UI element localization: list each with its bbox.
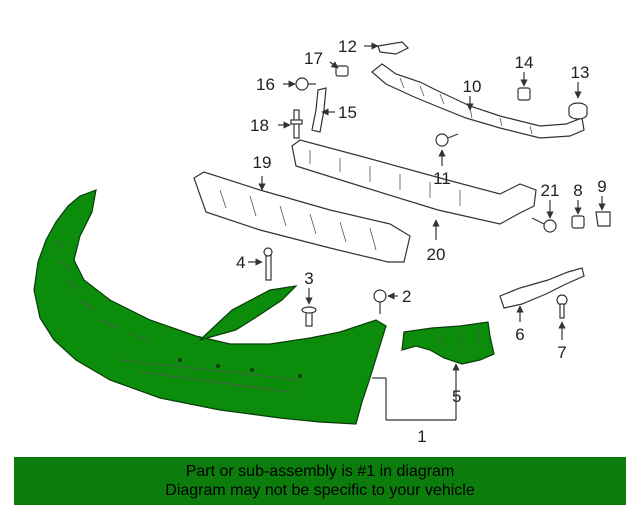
callout-18: 18 [250,116,269,135]
callout-19: 19 [253,153,272,172]
part-3-screw[interactable] [301,288,317,327]
callout-13: 13 [571,63,590,82]
callout-14: 14 [515,53,534,72]
leader-lines-1-5 [372,363,460,421]
callout-1: 1 [417,427,426,446]
part-4-pin[interactable] [248,247,273,281]
part-10-tie-bar[interactable] [371,63,585,139]
part-2-bolt[interactable] [373,289,398,314]
part-9-clip[interactable] [595,196,611,227]
callout-6: 6 [515,325,524,344]
banner-line-1: Part or sub-assembly is #1 in diagram [185,463,455,480]
part-18-pin[interactable] [278,109,303,139]
part-11-bolt[interactable] [435,133,459,166]
info-banner: Part or sub-assembly is #1 in diagram Di… [14,457,626,505]
part-17-nut[interactable] [329,61,349,77]
part-16-bolt[interactable] [283,77,316,91]
parts-diagram: 1 2 3 4 5 6 7 8 9 10 11 12 13 14 15 16 1… [33,37,611,446]
callout-15: 15 [338,103,357,122]
part-13-grommet[interactable] [568,82,588,120]
part-7-screw[interactable] [556,294,568,340]
callout-9: 9 [597,177,606,196]
callout-21: 21 [541,181,560,200]
part-8-nut[interactable] [571,200,585,229]
callout-2: 2 [402,287,411,306]
callout-5: 5 [452,387,461,406]
callout-10: 10 [463,77,482,96]
callout-16: 16 [256,75,275,94]
part-15-bracket[interactable] [311,87,335,133]
part-20-impact-bar[interactable] [291,139,537,240]
callout-4: 4 [236,253,245,272]
callout-20: 20 [427,245,446,264]
part-12-clip[interactable] [364,41,410,55]
part-21-bolt[interactable] [531,200,557,233]
callout-12: 12 [338,37,357,56]
callout-8: 8 [573,181,582,200]
callout-3: 3 [304,269,313,288]
banner-line-2: Diagram may not be specific to your vehi… [165,482,475,499]
callout-11: 11 [433,169,451,188]
part-14-clip[interactable] [517,72,531,101]
callout-17: 17 [304,49,323,68]
callout-7: 7 [557,343,566,362]
part-19-absorber[interactable] [193,171,411,263]
part-6-bracket[interactable] [499,267,585,322]
part-5-bumper-bracket[interactable] [401,321,495,365]
part-1-bumper-cover[interactable] [33,189,387,425]
